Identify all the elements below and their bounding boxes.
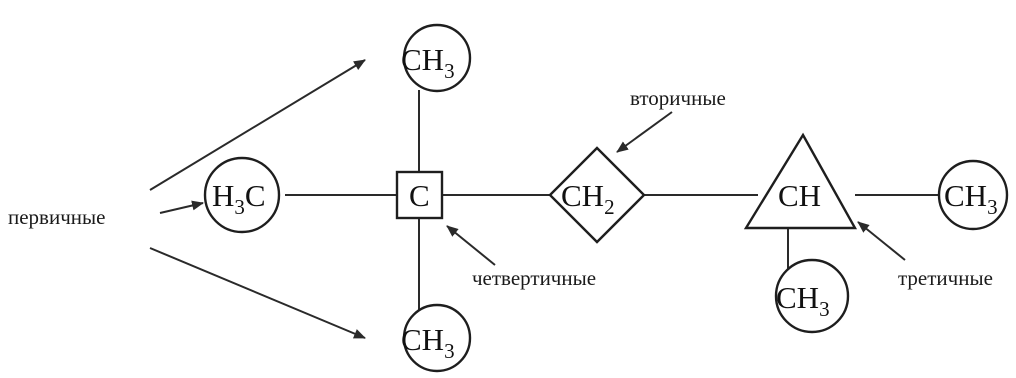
arrow-quaternary [446,225,496,266]
arrow-primary-to-top [149,59,366,191]
quaternary-square [395,170,444,220]
arrow-primary-to-left [159,200,204,214]
primary-circle-top [402,23,472,93]
primary-circle-left [203,156,281,234]
class-labels: первичные четвертичные вторичные третичн… [8,86,993,290]
label-tertiary: третичные [898,266,993,290]
atom-h3c-left: H3C [212,178,266,219]
label-quaternary: четвертичные [472,266,596,290]
atom-labels: CH3 CH3 H3C C CH2 CH CH3 CH3 [212,42,998,363]
atom-ch-tertiary: CH [778,178,821,213]
primary-circle-branch [774,258,850,334]
primary-circle-right [937,159,1009,231]
label-secondary: вторичные [630,86,726,110]
atom-ch2-secondary: CH2 [561,178,615,219]
carbon-shapes [203,23,1009,373]
primary-circle-bottom [402,303,472,373]
arrow-tertiary [857,221,906,261]
atom-c-quaternary: C [409,178,430,213]
atom-ch3-top: CH3 [401,42,455,83]
arrow-primary-to-bottom [149,247,366,339]
atom-ch3-right: CH3 [944,178,998,219]
pointer-arrows [149,59,906,339]
atom-ch3-branch: CH3 [776,280,830,321]
secondary-diamond [548,146,646,244]
tertiary-triangle [743,132,858,230]
arrow-secondary [616,111,673,153]
label-primary: первичные [8,205,105,229]
atom-ch3-bottom: CH3 [401,322,455,363]
